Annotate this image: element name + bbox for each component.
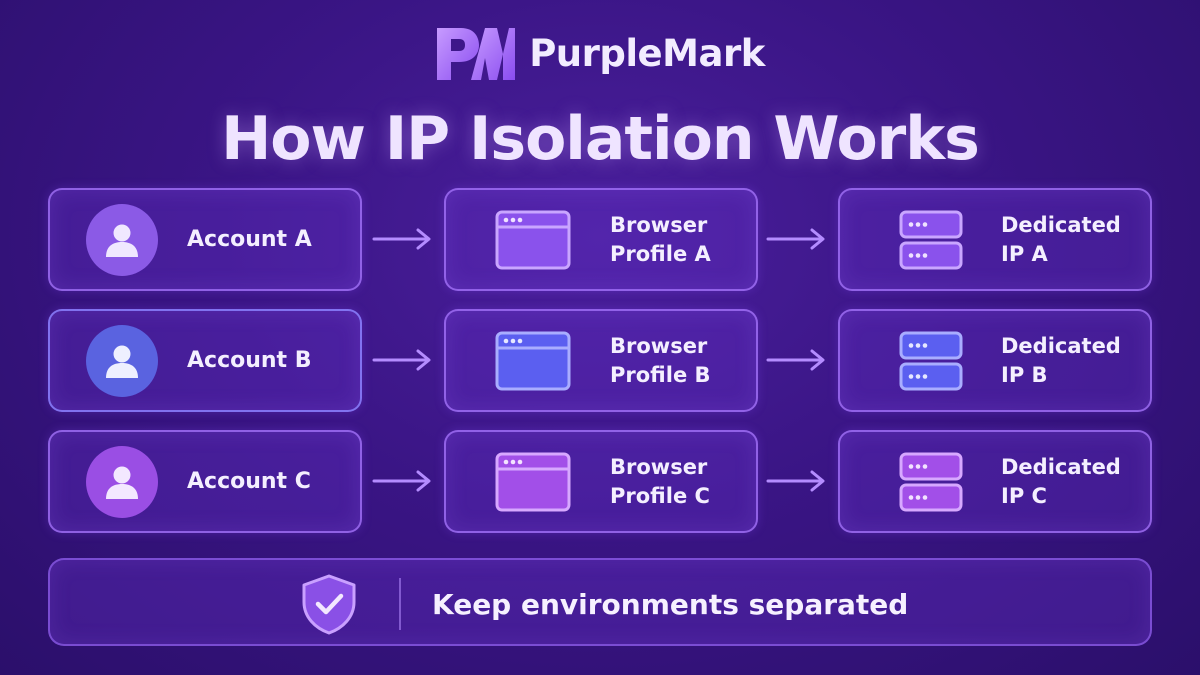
browser-profile-card: Browser Profile A [444, 188, 758, 291]
ip-label-line2: IP C [1001, 483, 1047, 508]
dedicated-ip-card: Dedicated IP A [838, 188, 1152, 291]
account-card: Account A [48, 188, 362, 291]
shield-check-icon [302, 574, 356, 635]
browser-label-line2: Profile A [610, 241, 711, 266]
ip-label-line1: Dedicated [1001, 212, 1121, 237]
flow-row-a: Account A Browser Profile A [48, 188, 1152, 291]
account-label: Account A [187, 227, 312, 252]
browser-label-line2: Profile B [610, 362, 711, 387]
footer-banner: Keep environments separated [48, 558, 1152, 646]
browser-label-line1: Browser [610, 333, 708, 358]
browser-window-icon [495, 331, 571, 390]
browser-profile-label: Browser Profile A [610, 211, 711, 269]
footer-text: Keep environments separated [432, 588, 909, 621]
ip-label-line1: Dedicated [1001, 454, 1121, 479]
avatar [86, 445, 158, 518]
dedicated-ip-label: Dedicated IP C [1001, 453, 1121, 511]
account-card: Account C [48, 430, 362, 533]
dedicated-ip-card: Dedicated IP B [838, 309, 1152, 412]
browser-window-icon [495, 452, 571, 511]
browser-profile-card: Browser Profile B [444, 309, 758, 412]
ip-label-line2: IP B [1001, 362, 1048, 387]
arrow-right-icon [372, 228, 431, 250]
arrow-right-icon [766, 228, 825, 250]
server-icon [899, 331, 963, 390]
brand-name: PurpleMark [529, 31, 765, 75]
user-icon [106, 224, 138, 257]
avatar [86, 324, 158, 397]
browser-profile-label: Browser Profile B [610, 332, 711, 390]
browser-label-line1: Browser [610, 454, 708, 479]
arrow-right-icon [372, 470, 431, 492]
server-icon [899, 210, 963, 269]
flow-row-b: Account B Browser Profile B [48, 309, 1152, 412]
purplemark-logo-icon [437, 28, 516, 80]
flow-row-c: Account C Browser Profile C [48, 430, 1152, 533]
flow-rows: Account A Browser Profile A [48, 188, 1152, 533]
server-icon [899, 452, 963, 511]
account-label: Account C [187, 469, 311, 494]
page-title: How IP Isolation Works [221, 104, 980, 174]
avatar [86, 203, 158, 276]
browser-label-line2: Profile C [610, 483, 710, 508]
brand-header: PurpleMark [0, 24, 1200, 82]
arrow-right-icon [766, 470, 825, 492]
arrow-right-icon [372, 349, 431, 371]
dedicated-ip-label: Dedicated IP B [1001, 332, 1121, 390]
ip-label-line1: Dedicated [1001, 333, 1121, 358]
user-icon [106, 466, 138, 499]
account-label: Account B [187, 348, 312, 373]
ip-label-line2: IP A [1001, 241, 1048, 266]
dedicated-ip-card: Dedicated IP C [838, 430, 1152, 533]
arrow-right-icon [766, 349, 825, 371]
user-icon [106, 345, 138, 378]
account-card: Account B [48, 309, 362, 412]
browser-profile-label: Browser Profile C [610, 453, 710, 511]
browser-label-line1: Browser [610, 212, 708, 237]
browser-window-icon [495, 210, 571, 269]
browser-profile-card: Browser Profile C [444, 430, 758, 533]
dedicated-ip-label: Dedicated IP A [1001, 211, 1121, 269]
footer-divider [399, 578, 401, 630]
